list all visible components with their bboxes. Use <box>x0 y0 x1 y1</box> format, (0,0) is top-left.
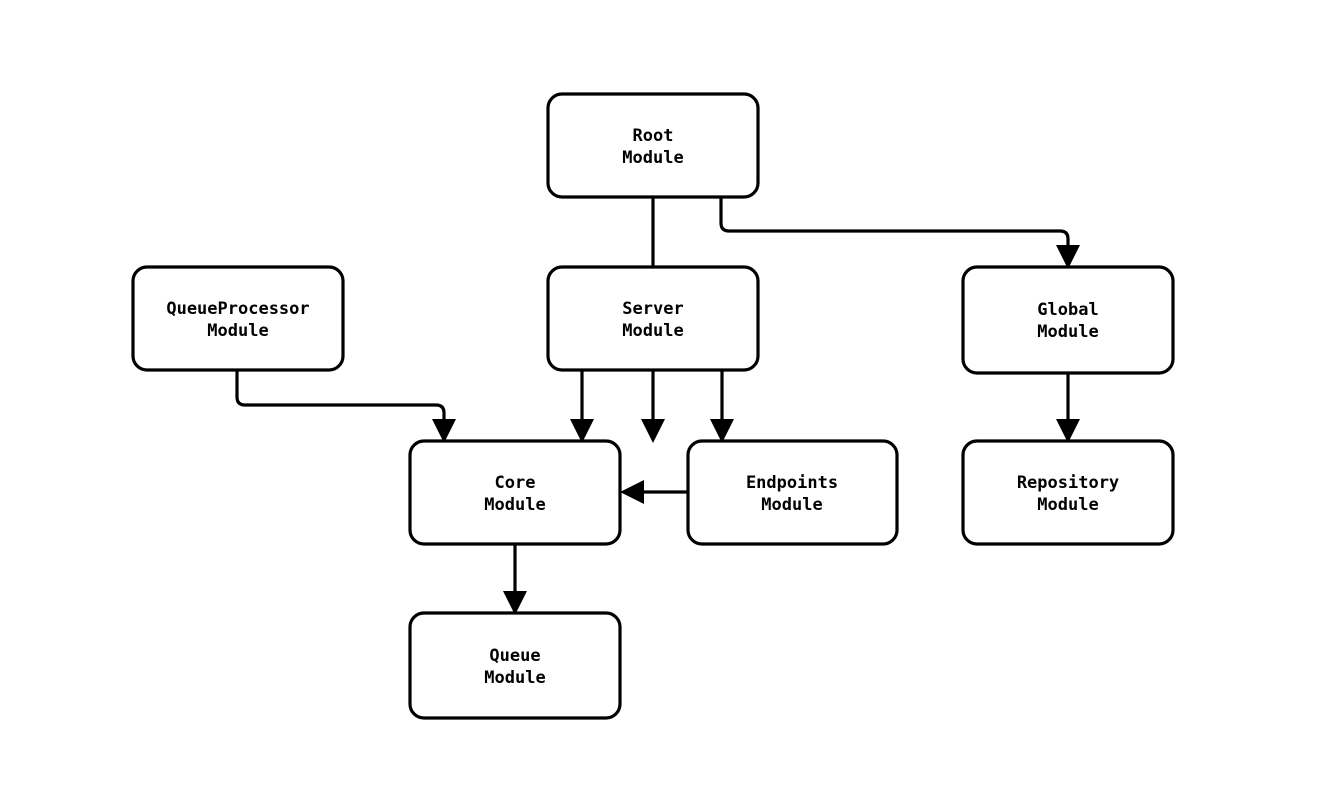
node-repository-module-label-line1: Repository <box>1017 473 1119 493</box>
node-core-module-label-line1: Core <box>495 473 536 493</box>
node-server-module[interactable]: Server Module <box>546 265 760 372</box>
node-endpoints-module-label-line2: Module <box>761 495 822 515</box>
nodes-layer: Root Module QueueProcessor Module Server… <box>131 92 1175 720</box>
node-global-module[interactable]: Global Module <box>961 265 1175 375</box>
node-root-module-label-line1: Root <box>633 126 674 146</box>
node-global-module-label-line1: Global <box>1037 300 1098 320</box>
node-queueprocessor-module-label-line2: Module <box>207 321 268 341</box>
node-repository-module[interactable]: Repository Module <box>961 439 1175 546</box>
node-server-module-label-line2: Module <box>622 321 683 341</box>
node-core-module[interactable]: Core Module <box>408 439 622 546</box>
node-global-module-box[interactable] <box>961 265 1175 375</box>
edge-global-repository <box>1056 373 1080 443</box>
edge-server-endpoints <box>710 370 734 443</box>
node-repository-module-box[interactable] <box>961 439 1175 546</box>
edge-endpoints-core <box>620 480 688 504</box>
node-core-module-box[interactable] <box>408 439 622 546</box>
node-endpoints-module[interactable]: Endpoints Module <box>686 439 899 546</box>
edge-queueprocessor-core <box>235 370 456 443</box>
edge-server-core <box>570 370 594 443</box>
node-core-module-label-line2: Module <box>484 495 545 515</box>
node-repository-module-label-line2: Module <box>1037 495 1098 515</box>
node-global-module-label-line2: Module <box>1037 322 1098 342</box>
node-queueprocessor-module-box[interactable] <box>131 265 345 372</box>
node-queue-module[interactable]: Queue Module <box>408 611 622 720</box>
node-queue-module-box[interactable] <box>408 611 622 720</box>
edge-core-queue <box>503 544 527 615</box>
node-endpoints-module-label-line1: Endpoints <box>746 473 838 493</box>
node-root-module-label-line2: Module <box>622 148 683 168</box>
node-server-module-box[interactable] <box>546 265 760 372</box>
edges-layer <box>235 197 1080 615</box>
edge-root-global <box>719 197 1080 269</box>
node-root-module[interactable]: Root Module <box>546 92 760 199</box>
node-queue-module-label-line2: Module <box>484 668 545 688</box>
node-queue-module-label-line1: Queue <box>489 646 540 666</box>
node-server-module-label-line1: Server <box>622 299 683 319</box>
node-queueprocessor-module[interactable]: QueueProcessor Module <box>131 265 345 372</box>
node-endpoints-module-box[interactable] <box>686 439 899 546</box>
node-queueprocessor-module-label-line1: QueueProcessor <box>166 299 309 319</box>
node-root-module-box[interactable] <box>546 92 760 199</box>
